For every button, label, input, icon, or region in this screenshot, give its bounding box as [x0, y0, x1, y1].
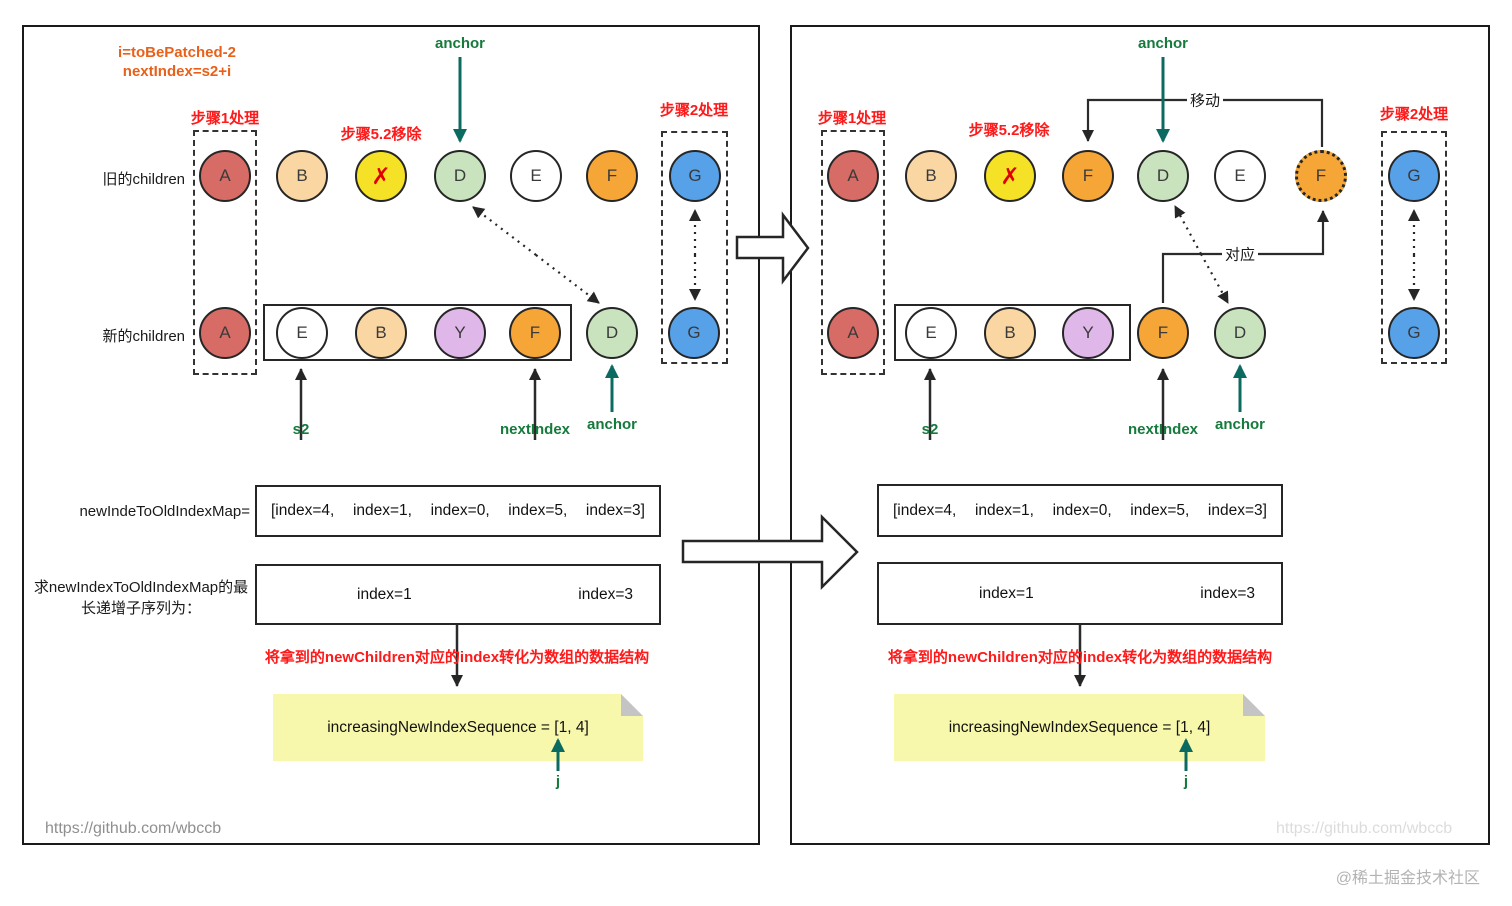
left-anchor-top-label: anchor — [434, 35, 486, 52]
right-convert-note: 将拿到的newChildren对应的index转化为数组的数据结构 — [887, 649, 1273, 666]
right-step1-dashed-box — [821, 130, 885, 375]
right-step2-label: 步骤2处理 — [1379, 106, 1449, 123]
right-new-node-a: A — [827, 307, 879, 359]
match-connector-label: 对应 — [1221, 243, 1259, 265]
left-old-node-e: E — [510, 150, 562, 202]
map-item: index=0, — [1052, 501, 1112, 519]
left-new-node-e: E — [276, 307, 328, 359]
right-new-node-y: Y — [1062, 307, 1114, 359]
left-s2-label: s2 — [292, 421, 310, 438]
left-new-node-b: B — [355, 307, 407, 359]
right-anchor-top-label: anchor — [1137, 35, 1189, 52]
map-item: [index=4, — [271, 502, 335, 519]
left-lis-label-line1: 求newIndexToOldIndexMap的最 — [33, 579, 249, 596]
map-item: index=1, — [974, 501, 1034, 519]
map-item: [index=4, — [893, 501, 957, 519]
left-nextindex-label: nextIndex — [499, 421, 571, 438]
lis-item: index=1 — [979, 584, 1034, 602]
lis-item: index=1 — [357, 585, 412, 603]
right-step1-label: 步骤1处理 — [817, 110, 887, 127]
left-old-node-f: F — [586, 150, 638, 202]
right-old-node-e: E — [1214, 150, 1266, 202]
right-j-label: j — [1183, 773, 1189, 790]
map-item: index=5, — [1130, 501, 1190, 519]
left-map-box: [index=4, index=1, index=0, index=5, ind… — [255, 485, 661, 537]
right-old-node-g: G — [1388, 150, 1440, 202]
sequence-text: increasingNewIndexSequence = [1, 4] — [948, 718, 1211, 736]
left-old-node-b: B — [276, 150, 328, 202]
right-map-box: [index=4, index=1, index=0, index=5, ind… — [877, 484, 1283, 537]
left-map-label: newIndeToOldIndexMap= — [79, 503, 250, 520]
left-old-row-label: 旧的children — [102, 171, 185, 188]
map-item: index=0, — [430, 502, 490, 519]
left-new-node-g: G — [668, 307, 720, 359]
right-new-node-e: E — [905, 307, 957, 359]
right-new-node-d: D — [1214, 307, 1266, 359]
right-old-node-f-ghost: F — [1295, 150, 1347, 202]
left-old-node-a: A — [199, 150, 251, 202]
right-s2-label: s2 — [921, 421, 939, 438]
left-unpatched-range-box — [263, 304, 572, 361]
right-new-node-b: B — [984, 307, 1036, 359]
left-formula-line1: i=toBePatched-2 — [118, 44, 236, 61]
right-unpatched-range-box — [894, 304, 1131, 361]
left-step1-dashed-box — [193, 130, 257, 375]
right-sequence-note: increasingNewIndexSequence = [1, 4] — [894, 694, 1265, 761]
map-item: index=5, — [508, 502, 568, 519]
left-new-node-d: D — [586, 307, 638, 359]
left-new-row-label: 新的children — [102, 328, 185, 345]
left-old-node-removed: ✗ — [355, 150, 407, 202]
left-new-node-f: F — [509, 307, 561, 359]
right-new-node-f: F — [1137, 307, 1189, 359]
left-old-node-d: D — [434, 150, 486, 202]
map-item: index=3] — [1207, 501, 1267, 519]
sequence-text: increasingNewIndexSequence = [1, 4] — [327, 718, 589, 736]
left-anchor-bottom-label: anchor — [586, 416, 638, 433]
right-old-node-d: D — [1137, 150, 1189, 202]
left-new-node-y: Y — [434, 307, 486, 359]
left-formula-line2: nextIndex=s2+i — [122, 63, 232, 80]
right-old-node-a: A — [827, 150, 879, 202]
left-j-label: j — [555, 773, 561, 790]
move-connector-label: 移动 — [1186, 89, 1224, 111]
lis-item: index=3 — [1200, 584, 1255, 602]
left-sequence-note: increasingNewIndexSequence = [1, 4] — [273, 694, 643, 761]
right-new-node-g: G — [1388, 307, 1440, 359]
left-step2-dashed-box — [661, 131, 728, 364]
right-lis-box: index=1 index=3 — [877, 562, 1283, 625]
right-step2-dashed-box — [1381, 131, 1447, 364]
left-step2-label: 步骤2处理 — [659, 102, 729, 119]
right-anchor-bottom-label: anchor — [1214, 416, 1266, 433]
left-new-node-a: A — [199, 307, 251, 359]
site-watermark: @稀土掘金技术社区 — [1335, 870, 1480, 887]
map-item: index=3] — [585, 502, 645, 519]
right-old-node-removed: ✗ — [984, 150, 1036, 202]
left-github-link: https://github.com/wbccb — [45, 820, 222, 837]
left-lis-box: index=1 index=3 — [255, 564, 661, 625]
map-item: index=1, — [352, 502, 412, 519]
left-step1-label: 步骤1处理 — [190, 110, 260, 127]
left-old-node-g: G — [669, 150, 721, 202]
lis-item: index=3 — [578, 585, 633, 603]
right-old-node-f-moved: F — [1062, 150, 1114, 202]
right-step52-label: 步骤5.2移除 — [968, 122, 1050, 139]
left-convert-note: 将拿到的newChildren对应的index转化为数组的数据结构 — [264, 649, 650, 666]
right-github-watermark: https://github.com/wbccb — [1276, 820, 1453, 837]
left-lis-label-line2: 长递增子序列为： — [80, 600, 201, 617]
right-nextindex-label: nextIndex — [1127, 421, 1199, 438]
left-step52-label: 步骤5.2移除 — [340, 126, 422, 143]
right-old-node-b: B — [905, 150, 957, 202]
